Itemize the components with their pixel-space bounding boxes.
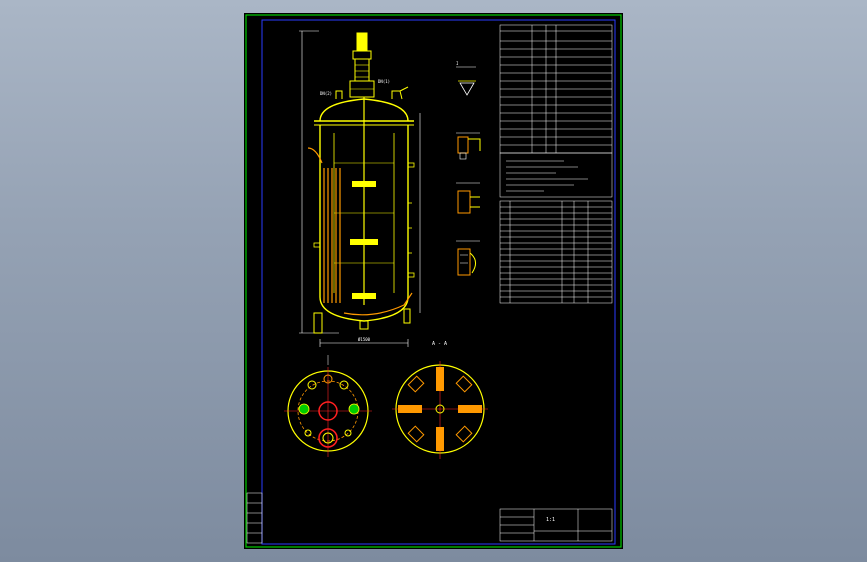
spec-tables [499,24,613,304]
section-label: A - A [432,341,447,347]
vessel-elevation: DN(1) DN(2) [299,30,421,347]
section-a-a: A - A [392,341,488,459]
detail-views: I [456,61,481,276]
svg-text:DN(1): DN(1) [378,79,390,84]
svg-text:I: I [456,61,459,66]
plan-view-top [284,355,372,457]
outer-frame [245,14,622,548]
svg-text:DN(2): DN(2) [320,91,332,96]
title-block [499,508,613,542]
drawing-sheet[interactable]: DN(1) DN(2) [244,13,623,549]
svg-text:Ø1500: Ø1500 [358,337,371,342]
inner-frame [261,19,616,545]
scale-label: 1:1 [546,517,555,523]
revision-block [246,492,263,544]
